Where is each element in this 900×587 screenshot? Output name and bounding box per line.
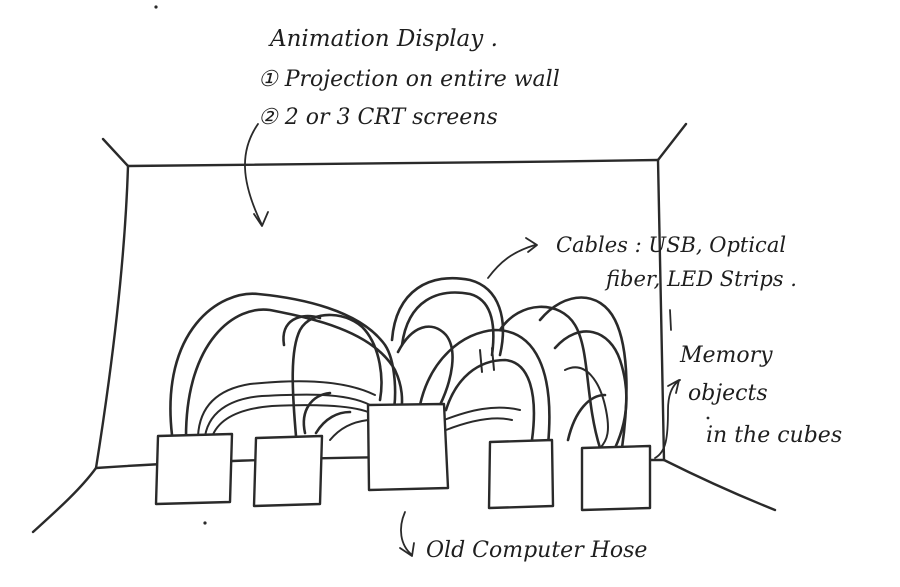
memory-label-line-3: in the cubes	[706, 423, 842, 448]
display-option-2: ② 2 or 3 CRT screens	[258, 105, 498, 130]
cables-leader-tick	[669, 309, 672, 331]
memory-cube	[252, 434, 324, 508]
memory-cubes	[154, 432, 652, 512]
cable	[184, 308, 404, 439]
cable	[445, 417, 513, 431]
corner-top-right	[656, 122, 688, 162]
cable	[538, 296, 628, 450]
arrow-to-memory-cubes-head	[667, 379, 680, 394]
floor-line	[94, 455, 402, 470]
annotation-arrows	[244, 123, 681, 557]
arrow-to-computer-head	[399, 542, 415, 557]
cable	[400, 291, 495, 357]
cable	[291, 313, 383, 438]
arrow-to-computer	[400, 511, 413, 556]
cable	[314, 410, 352, 435]
memory-label-line-1: Memory	[679, 343, 773, 368]
cable	[197, 380, 376, 437]
computer-label: Old Computer Hose	[426, 538, 647, 563]
corner-top-left	[101, 137, 130, 168]
cable	[498, 305, 602, 450]
display-option-1: ① Projection on entire wall	[258, 67, 560, 92]
cable	[418, 328, 551, 447]
pencil-dot	[706, 416, 710, 420]
pencil-dot	[203, 521, 207, 525]
memory-cube	[154, 432, 234, 506]
memory-label-line-2: objects	[688, 381, 768, 406]
cables-label-line-1: Cables : USB, Optical	[556, 233, 786, 257]
wall-right-edge	[656, 158, 666, 462]
memory-cube	[487, 438, 555, 510]
old-computer-box	[366, 402, 450, 492]
wall-left-edge	[94, 164, 130, 470]
arrow-to-memory-cubes	[654, 379, 681, 459]
cable	[566, 393, 607, 442]
floor-edge-left	[31, 466, 98, 534]
cable	[282, 314, 322, 347]
cables-label-line-2: fiber, LED Strips .	[604, 267, 797, 291]
cable	[302, 391, 332, 435]
pencil-dot	[154, 5, 158, 9]
display-title: Animation Display .	[268, 26, 498, 52]
cable	[204, 393, 371, 437]
cable-bundle	[169, 276, 628, 450]
room-outline	[31, 122, 777, 534]
cable	[390, 276, 505, 357]
floor-edge-right	[662, 458, 777, 512]
cable	[211, 404, 369, 438]
arrow-to-cables-head	[525, 237, 538, 253]
cable	[329, 419, 369, 441]
cable	[444, 358, 536, 442]
cable	[564, 366, 609, 449]
memory-cube	[580, 444, 652, 512]
cable	[553, 330, 628, 450]
arrow-to-cables	[487, 244, 536, 279]
wall-top-edge	[126, 158, 660, 168]
cable	[479, 347, 495, 373]
arrow-to-wall-head	[253, 211, 269, 227]
cable	[396, 325, 454, 407]
arrow-to-wall	[244, 123, 263, 226]
cable	[443, 406, 521, 421]
